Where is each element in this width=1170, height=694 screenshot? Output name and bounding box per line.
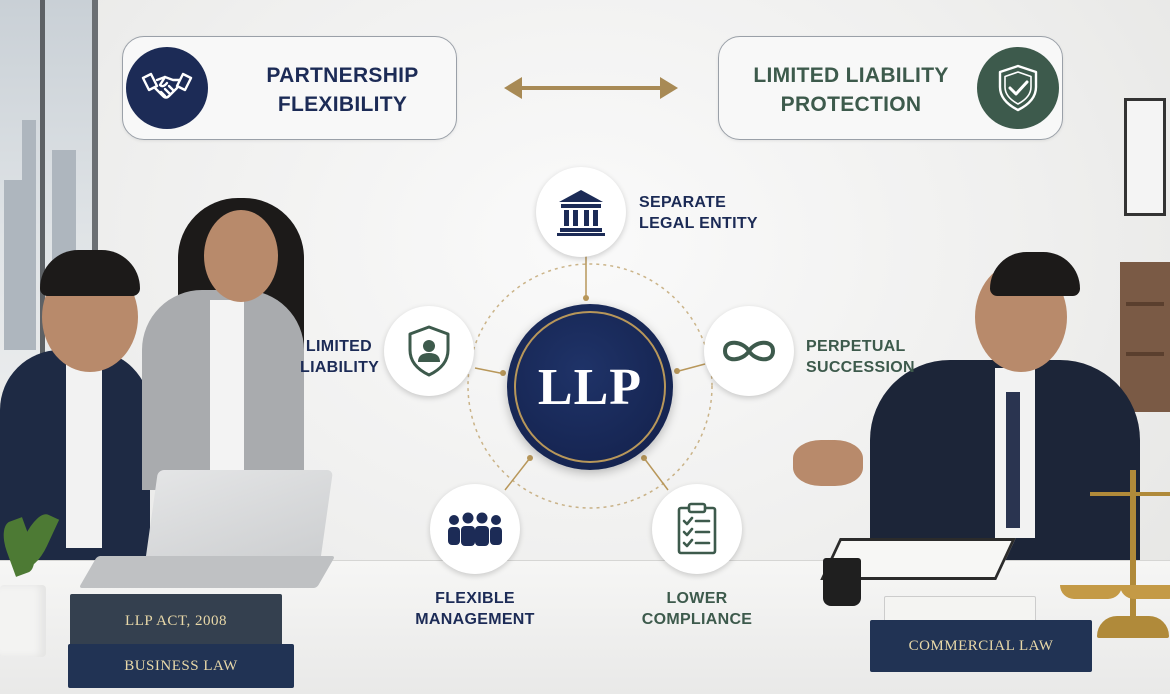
connector-bottom-right bbox=[643, 457, 669, 491]
justice-scale-pan bbox=[1060, 585, 1122, 599]
feature-separate-legal-entity-icon-circle bbox=[536, 167, 626, 257]
book-commercial-law: COMMERCIAL LAW bbox=[870, 620, 1092, 672]
feature-label-line2: COMPLIANCE bbox=[641, 611, 753, 628]
connector-dot bbox=[500, 370, 506, 376]
book-title: COMMERCIAL LAW bbox=[908, 637, 1054, 654]
blouse bbox=[210, 300, 244, 470]
pill-title-line2: FLEXIBILITY bbox=[277, 93, 408, 116]
justice-scale-pan bbox=[1120, 585, 1170, 599]
skyline-building bbox=[4, 180, 22, 350]
infinity-icon bbox=[722, 340, 776, 362]
pill-title-line1: LIMITED LIABILITY bbox=[753, 64, 949, 87]
courthouse-icon bbox=[557, 190, 605, 236]
justice-scale-post bbox=[1130, 470, 1136, 620]
feature-limited-liability-icon-circle bbox=[384, 306, 474, 396]
bookshelf bbox=[1120, 262, 1170, 412]
feature-label-line1: LOWER bbox=[666, 590, 728, 607]
justice-scale-foot bbox=[1097, 616, 1169, 638]
connector-dot bbox=[583, 295, 589, 301]
shelf-row bbox=[1126, 352, 1164, 356]
connector-dot bbox=[527, 455, 533, 461]
feature-lower-compliance-label: LOWER COMPLIANCE bbox=[622, 588, 772, 630]
skyline-building bbox=[22, 120, 36, 350]
feature-perpetual-succession-label: PERPETUAL SUCCESSION bbox=[806, 336, 915, 378]
orbit-ring bbox=[467, 263, 713, 509]
shelf-row bbox=[1126, 302, 1164, 306]
feature-flexible-management-icon-circle bbox=[430, 484, 520, 574]
connector-dot bbox=[641, 455, 647, 461]
head bbox=[204, 210, 278, 302]
hair bbox=[40, 250, 140, 296]
hair bbox=[990, 252, 1080, 296]
plant-pot bbox=[0, 585, 46, 657]
feature-label-line2: SUCCESSION bbox=[806, 359, 915, 376]
limited-liability-protection-pill: LIMITED LIABILITY PROTECTION bbox=[718, 36, 1063, 140]
feature-label-line2: LIABILITY bbox=[300, 359, 380, 376]
feature-label-line1: SEPARATE bbox=[639, 194, 727, 211]
feature-flexible-management-label: FLEXIBLE MANAGEMENT bbox=[400, 588, 550, 630]
handshake-icon bbox=[126, 47, 208, 129]
book-title: LLP ACT, 2008 bbox=[125, 612, 227, 629]
tie bbox=[1006, 392, 1020, 528]
team-icon bbox=[448, 512, 502, 546]
feature-label-line1: PERPETUAL bbox=[806, 338, 906, 355]
shield-person-icon bbox=[408, 325, 450, 377]
shield-check-icon bbox=[977, 47, 1059, 129]
feature-label-line2: LEGAL ENTITY bbox=[639, 215, 758, 232]
connector-dot bbox=[674, 368, 680, 374]
double-arrow-icon bbox=[504, 77, 678, 99]
feature-label-line1: FLEXIBLE bbox=[435, 590, 515, 607]
pill-title-line2: PROTECTION bbox=[780, 93, 922, 116]
llp-hub: LLP bbox=[507, 304, 673, 470]
pill-title: PARTNERSHIP FLEXIBILITY bbox=[235, 61, 450, 119]
connector-bottom-left bbox=[504, 457, 531, 491]
gesturing-hand bbox=[793, 440, 863, 486]
partnership-flexibility-pill: PARTNERSHIP FLEXIBILITY bbox=[122, 36, 457, 140]
feature-limited-liability-label: LIMITED LIABILITY bbox=[300, 336, 380, 378]
checklist-icon bbox=[677, 502, 717, 555]
feature-perpetual-succession-icon-circle bbox=[704, 306, 794, 396]
feature-label-line2: MANAGEMENT bbox=[415, 611, 535, 628]
coffee-mug bbox=[823, 558, 861, 606]
feature-separate-legal-entity-label: SEPARATE LEGAL ENTITY bbox=[639, 192, 758, 234]
hub-label: LLP bbox=[537, 359, 643, 416]
feature-label-line1: LIMITED bbox=[305, 338, 372, 355]
book-title: BUSINESS LAW bbox=[124, 657, 238, 674]
wall-frame bbox=[1124, 98, 1166, 216]
pill-title-line1: PARTNERSHIP bbox=[266, 64, 419, 87]
pill-title: LIMITED LIABILITY PROTECTION bbox=[731, 61, 971, 119]
hub-gold-ring bbox=[514, 311, 666, 463]
shirt bbox=[66, 358, 102, 548]
connector-right bbox=[674, 363, 706, 373]
feature-lower-compliance-icon-circle bbox=[652, 484, 742, 574]
book-llp-act: LLP ACT, 2008 bbox=[70, 594, 282, 648]
window-mullion bbox=[40, 0, 45, 380]
book-business-law: BUSINESS LAW bbox=[68, 644, 294, 688]
justice-scale-beam bbox=[1090, 492, 1170, 496]
